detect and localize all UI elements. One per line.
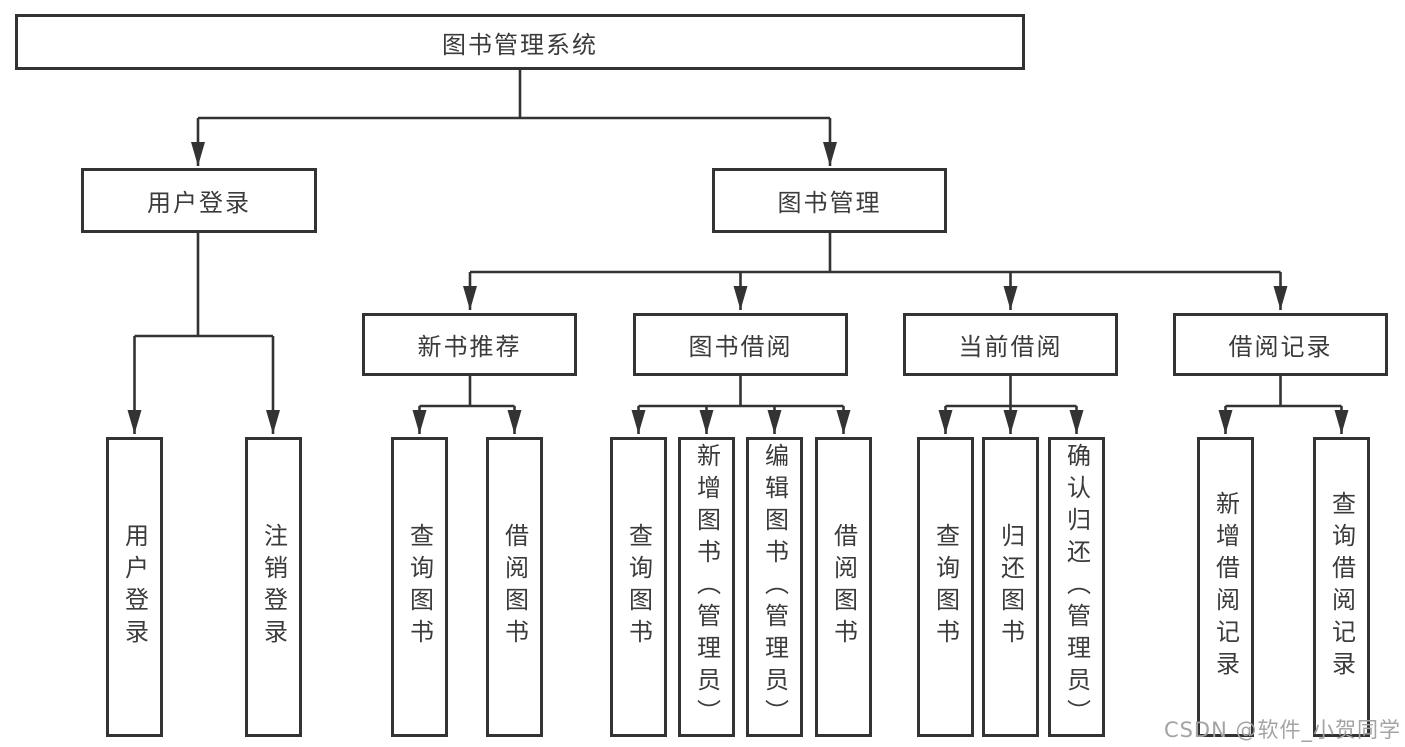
node-label: 借阅记录	[1228, 333, 1333, 361]
node-label: 用户登录	[147, 189, 251, 217]
leaf-label: 新增图书（管理员）	[692, 443, 721, 731]
leaf-query-books-borrow: 查询图书	[610, 437, 667, 737]
leaf-query-books-recommend: 查询图书	[391, 437, 448, 737]
node-book-management-branch: 图书管理	[712, 168, 947, 233]
leaf-logout: 注销登录	[245, 437, 302, 737]
leaf-add-book-admin: 新增图书（管理员）	[678, 437, 735, 737]
connector-trunks	[134, 70, 1342, 408]
node-label: 图书借阅	[688, 333, 793, 361]
leaf-borrow-books-recommend: 借阅图书	[486, 437, 543, 737]
leaf-label: 归还图书	[996, 523, 1025, 651]
node-book-borrow: 图书借阅	[633, 313, 848, 376]
leaf-label: 注销登录	[259, 523, 288, 651]
node-label: 当前借阅	[958, 333, 1063, 361]
node-library-system-root: 图书管理系统	[15, 14, 1025, 70]
node-label: 图书管理	[777, 189, 882, 217]
leaf-borrow-books: 借阅图书	[815, 437, 872, 737]
leaf-edit-book-admin: 编辑图书（管理员）	[746, 437, 803, 737]
leaf-label: 查询借阅记录	[1327, 491, 1356, 683]
leaf-label: 用户登录	[120, 523, 149, 651]
leaf-label: 确认归还（管理员）	[1062, 443, 1091, 731]
node-current-borrow: 当前借阅	[903, 313, 1118, 376]
node-label: 新书推荐	[417, 333, 522, 361]
leaf-add-borrow-record: 新增借阅记录	[1197, 437, 1254, 737]
leaf-query-books-current: 查询图书	[917, 437, 974, 737]
node-borrow-records: 借阅记录	[1173, 313, 1388, 376]
leaf-label: 借阅图书	[829, 523, 858, 651]
csdn-watermark: CSDN @软件_小贺同学	[1163, 718, 1401, 742]
leaf-query-borrow-record: 查询借阅记录	[1313, 437, 1370, 737]
leaf-user-login: 用户登录	[106, 437, 163, 737]
node-label: 图书管理系统	[442, 30, 598, 59]
leaf-label: 查询图书	[624, 523, 653, 651]
node-new-book-recommend: 新书推荐	[362, 313, 577, 376]
leaf-label: 新增借阅记录	[1211, 491, 1240, 683]
leaf-confirm-return-admin: 确认归还（管理员）	[1048, 437, 1105, 737]
leaf-label: 借阅图书	[500, 523, 529, 651]
leaf-label: 编辑图书（管理员）	[760, 443, 789, 731]
leaf-label: 查询图书	[931, 523, 960, 651]
node-user-login-branch: 用户登录	[81, 168, 317, 233]
leaf-label: 查询图书	[405, 523, 434, 651]
leaf-return-books: 归还图书	[982, 437, 1039, 737]
